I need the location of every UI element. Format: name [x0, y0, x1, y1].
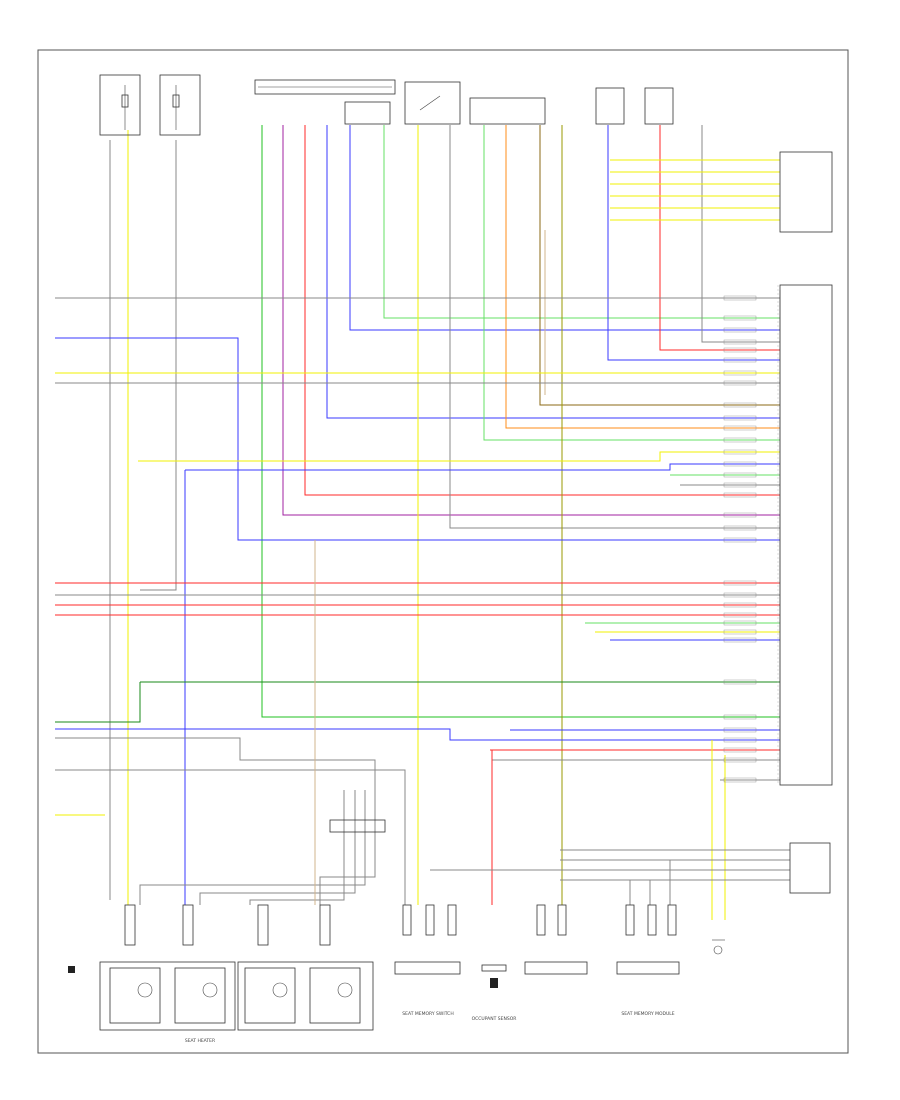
wire-blue-7 [349, 125, 780, 331]
wire-terminal-10 [723, 425, 757, 431]
wire-terminal-22 [723, 602, 757, 608]
wire-terminal-0 [723, 295, 757, 301]
center-connector [329, 819, 386, 833]
fuse-block-left [99, 74, 141, 136]
wire-terminal-13 [723, 461, 757, 467]
diagram-border [37, 49, 849, 1054]
wire-terminal-15 [723, 482, 757, 488]
wire-terminal-32 [723, 757, 757, 763]
wire-light_green-8 [383, 125, 780, 319]
top-connector-1 [254, 79, 396, 95]
memory-switch-block-3 [616, 961, 680, 975]
wire-gray-44 [55, 737, 376, 790]
ground-symbol [481, 964, 507, 988]
bottom-right-sensor [712, 939, 725, 955]
wire-terminal-11 [723, 437, 757, 443]
wire-terminal-14 [723, 472, 757, 478]
wire-light_green-11 [483, 125, 780, 441]
wire-terminal-5 [723, 357, 757, 363]
wire-terminal-1 [723, 315, 757, 321]
wire-brown-13 [539, 125, 780, 406]
bottom-label-group: SEAT HEATER SEAT MEMORY SWITCH OCCUPANT … [185, 1011, 675, 1044]
fuse-block-right [159, 74, 201, 136]
wire-terminal-29 [723, 727, 757, 733]
wire-terminal-3 [723, 339, 757, 345]
top-connector-4 [469, 97, 546, 125]
wire-terminal-26 [723, 637, 757, 643]
wire-terminal-20 [723, 580, 757, 586]
bottom-left-sensor [68, 966, 75, 973]
wire-terminal-21 [723, 592, 757, 598]
wire-terminal-25 [723, 629, 757, 635]
wire-terminal-27 [723, 679, 757, 685]
wire-terminal-33 [723, 777, 757, 783]
wire-red-5 [304, 125, 780, 496]
wire-yellow-29 [138, 451, 780, 462]
wire-gray-18 [701, 125, 780, 343]
wire-terminal-7 [723, 380, 757, 386]
wire-gray-2 [140, 140, 177, 591]
wire-blue-16 [607, 125, 780, 361]
component-layer [68, 74, 833, 1031]
wire-blue-26 [55, 337, 780, 541]
wire-gray-58 [249, 790, 345, 905]
bottom-right-connector [789, 842, 831, 894]
wire-terminal-31 [723, 747, 757, 753]
right-module [779, 284, 833, 786]
wire-terminal-2 [723, 327, 757, 333]
label-memory-switch: SEAT MEMORY SWITCH [402, 1011, 453, 1017]
wire-terminal-24 [723, 620, 757, 626]
wire-terminal-12 [723, 449, 757, 455]
top-connector-3 [404, 81, 461, 125]
wire-layer [55, 125, 790, 920]
wire-blue-32 [185, 463, 780, 471]
top-connector-2 [344, 101, 391, 125]
wire-blue-43 [55, 728, 780, 741]
label-occupant-sensor: OCCUPANT SENSOR [472, 1016, 517, 1022]
wire-terminal-4 [723, 347, 757, 353]
wire-terminal-8 [723, 402, 757, 408]
wire-gray-59 [199, 790, 356, 905]
wire-terminal-19 [723, 537, 757, 543]
label-memory-module: SEAT MEMORY MODULE [621, 1011, 674, 1017]
wire-dark_green-42 [55, 682, 141, 723]
top-switch-pair [595, 87, 674, 125]
wire-terminal-30 [723, 737, 757, 743]
wire-blue-6 [326, 125, 780, 419]
wire-terminal-17 [723, 512, 757, 518]
wire-gray-61 [319, 790, 376, 905]
memory-switch-block-1 [394, 961, 461, 975]
wire-terminal-16 [723, 492, 757, 498]
wire-gray-60 [139, 790, 366, 905]
wire-terminal-6 [723, 370, 757, 376]
top-right-connector [779, 151, 833, 233]
wire-gray-10 [449, 125, 780, 529]
wire-terminal-18 [723, 525, 757, 531]
wire-red-17 [659, 125, 780, 351]
wire-terminal-28 [723, 714, 757, 720]
wire-green-3 [261, 125, 780, 718]
wire-terminal-23 [723, 612, 757, 618]
wire-terminal-9 [723, 415, 757, 421]
label-seat-heater: SEAT HEATER [185, 1038, 215, 1044]
memory-switch-block-2 [524, 961, 588, 975]
wire-gray-45 [55, 769, 406, 905]
seat-heater-group [99, 961, 374, 1031]
wire-orange-12 [505, 125, 780, 429]
lower-connector-bars [124, 904, 677, 946]
wire-violet-4 [282, 125, 780, 516]
